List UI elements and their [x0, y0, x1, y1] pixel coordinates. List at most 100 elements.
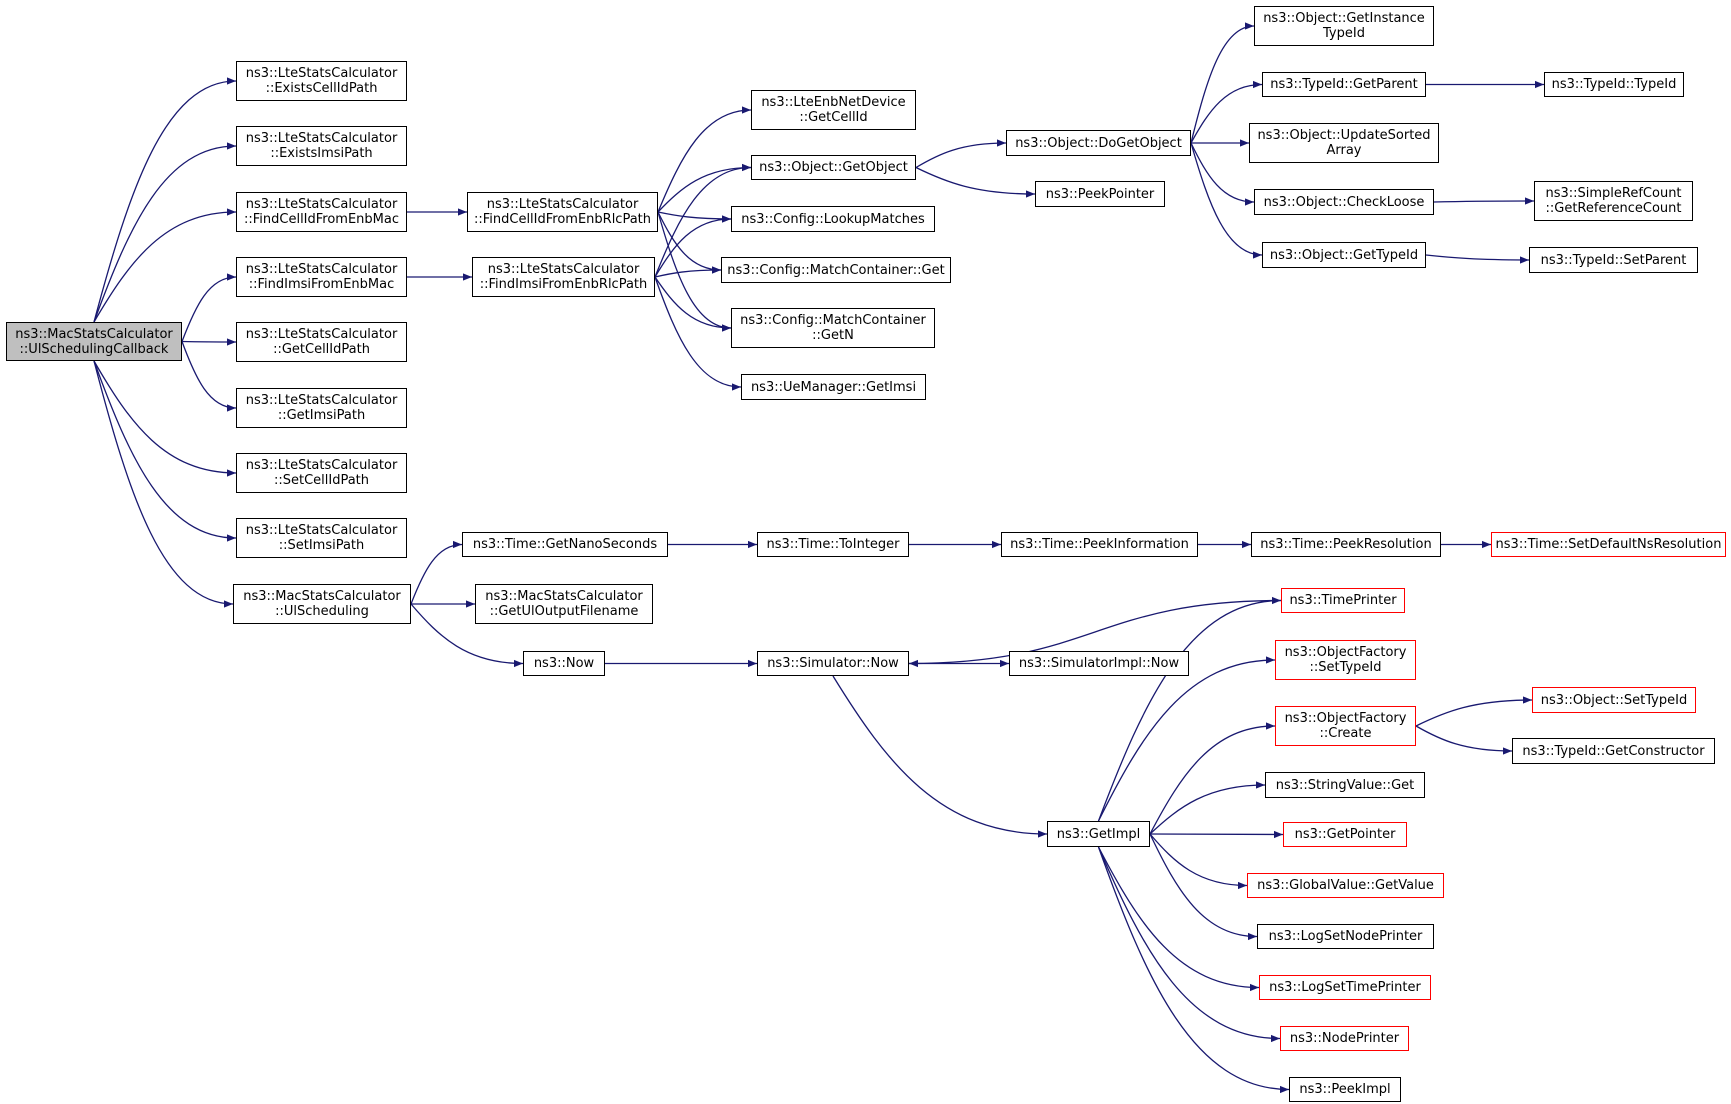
edge-object-checkloose-to-simplerefcount-getrefcount: [1433, 197, 1535, 205]
node-label: ::GetCellId: [799, 110, 868, 125]
node-label: ::GetCellIdPath: [273, 342, 370, 357]
node-getpointer[interactable]: ns3::GetPointer: [1283, 822, 1407, 847]
node-label: ns3::Time::ToInteger: [766, 537, 900, 552]
edge-find-imsi-from-enbrlc-to-matchcontainer-get: [654, 266, 722, 278]
node-label: ns3::Object::UpdateSorted: [1257, 128, 1431, 143]
node-nodeprinter[interactable]: ns3::NodePrinter: [1280, 1026, 1409, 1051]
node-label: ns3::LteStatsCalculator: [245, 523, 398, 538]
edge-find-imsi-from-enbrlc-to-uemanager-getimsi: [654, 276, 742, 391]
edge-object-gettypeid-to-typeid-setparent: [1425, 254, 1530, 264]
node-label: ns3::PeekImpl: [1299, 1082, 1391, 1097]
node-object-gettypeid[interactable]: ns3::Object::GetTypeId: [1262, 242, 1426, 268]
node-lteenb-get-cellid[interactable]: ns3::LteEnbNetDevice::GetCellId: [751, 90, 916, 130]
edge-object-dogetobject-to-object-getinstancetypeid: [1190, 22, 1255, 144]
node-object-settypeid[interactable]: ns3::Object::SetTypeId: [1532, 687, 1696, 713]
node-getuloutputfilename[interactable]: ns3::MacStatsCalculator::GetUlOutputFile…: [475, 584, 653, 624]
edge-root-to-get-cellid-path: [181, 338, 237, 346]
node-label: ns3::Time::PeekInformation: [1010, 537, 1189, 552]
node-time-peekinformation[interactable]: ns3::Time::PeekInformation: [1001, 532, 1198, 557]
node-object-checkloose[interactable]: ns3::Object::CheckLoose: [1254, 189, 1434, 215]
node-label: ns3::Time::GetNanoSeconds: [472, 537, 658, 552]
edge-root-to-exists-imsi-path: [93, 142, 237, 323]
node-objectfactory-create[interactable]: ns3::ObjectFactory::Create: [1275, 706, 1416, 746]
node-label: ns3::Time::SetDefaultNsResolution: [1495, 537, 1722, 552]
node-exists-cellid-path[interactable]: ns3::LteStatsCalculator::ExistsCellIdPat…: [236, 61, 407, 101]
node-label: ::Create: [1319, 726, 1372, 741]
node-object-dogetobject[interactable]: ns3::Object::DoGetObject: [1006, 130, 1191, 156]
node-label: ::FindImsiFromEnbRlcPath: [479, 277, 648, 292]
node-label: ns3::MacStatsCalculator: [243, 589, 401, 604]
node-simulatorimpl-now[interactable]: ns3::SimulatorImpl::Now: [1009, 651, 1189, 676]
node-timeprinter[interactable]: ns3::TimePrinter: [1281, 588, 1405, 613]
node-now[interactable]: ns3::Now: [523, 651, 605, 676]
node-get-cellid-path[interactable]: ns3::LteStatsCalculator::GetCellIdPath: [236, 322, 407, 362]
node-find-imsi-from-enbrlc[interactable]: ns3::LteStatsCalculator::FindImsiFromEnb…: [472, 257, 655, 297]
node-time-tointeger[interactable]: ns3::Time::ToInteger: [757, 532, 909, 557]
edge-object-getobject-to-object-dogetobject: [915, 139, 1007, 169]
edge-ul-scheduling-to-now: [410, 603, 524, 668]
edge-objectfactory-create-to-object-settypeid: [1415, 696, 1533, 727]
node-root: ns3::MacStatsCalculator::UlSchedulingCal…: [6, 322, 182, 361]
node-getimpl[interactable]: ns3::GetImpl: [1047, 821, 1150, 847]
node-label: ns3::NodePrinter: [1289, 1031, 1400, 1046]
node-typeid-setparent[interactable]: ns3::TypeId::SetParent: [1529, 247, 1698, 273]
node-label: ::FindImsiFromEnbMac: [248, 277, 395, 292]
node-logsettimeprinter[interactable]: ns3::LogSetTimePrinter: [1259, 975, 1431, 1000]
node-label: ns3::LteStatsCalculator: [487, 262, 640, 277]
node-label: ns3::LteStatsCalculator: [245, 393, 398, 408]
node-get-imsi-path[interactable]: ns3::LteStatsCalculator::GetImsiPath: [236, 388, 407, 428]
edge-root-to-exists-cellid-path: [93, 77, 237, 323]
node-find-cellid-from-enbrlc[interactable]: ns3::LteStatsCalculator::FindCellIdFromE…: [467, 192, 658, 232]
node-uemanager-getimsi[interactable]: ns3::UeManager::GetImsi: [741, 374, 926, 400]
node-matchcontainer-getn[interactable]: ns3::Config::MatchContainer::GetN: [731, 308, 935, 348]
edge-ul-scheduling-to-time-getnanoseconds: [410, 540, 463, 605]
node-exists-imsi-path[interactable]: ns3::LteStatsCalculator::ExistsImsiPath: [236, 126, 407, 166]
node-set-imsi-path[interactable]: ns3::LteStatsCalculator::SetImsiPath: [236, 518, 407, 558]
node-stringvalue-get[interactable]: ns3::StringValue::Get: [1265, 772, 1425, 798]
edge-find-imsi-from-enbrlc-to-matchcontainer-getn: [654, 276, 732, 332]
node-find-imsi-from-enbmac[interactable]: ns3::LteStatsCalculator::FindImsiFromEnb…: [236, 257, 407, 297]
edge-simulator-now-to-getimpl: [832, 675, 1048, 838]
node-simplerefcount-getrefcount[interactable]: ns3::SimpleRefCount::GetReferenceCount: [1534, 181, 1693, 221]
node-peekpointer[interactable]: ns3::PeekPointer: [1035, 181, 1165, 207]
node-label: ns3::UeManager::GetImsi: [750, 379, 917, 395]
node-time-peekresolution[interactable]: ns3::Time::PeekResolution: [1251, 532, 1441, 557]
edge-getimpl-to-stringvalue-get: [1149, 781, 1266, 835]
node-label: ns3::Object::DoGetObject: [1015, 135, 1182, 151]
node-peekimpl[interactable]: ns3::PeekImpl: [1289, 1077, 1401, 1102]
node-label: ns3::GetImpl: [1056, 826, 1141, 842]
node-config-lookupmatches[interactable]: ns3::Config::LookupMatches: [731, 206, 935, 232]
node-label: ns3::StringValue::Get: [1275, 777, 1415, 793]
node-label: ns3::TypeId::TypeId: [1551, 77, 1677, 92]
node-label: ns3::TypeId::SetParent: [1540, 252, 1687, 268]
node-matchcontainer-get[interactable]: ns3::Config::MatchContainer::Get: [721, 257, 951, 283]
edge-getimpl-to-globalvalue-getvalue: [1149, 833, 1248, 890]
node-label: ns3::Object::CheckLoose: [1263, 194, 1425, 210]
node-globalvalue-getvalue[interactable]: ns3::GlobalValue::GetValue: [1247, 873, 1444, 898]
node-label: ns3::LteStatsCalculator: [245, 458, 398, 473]
node-label: ns3::TypeId::GetConstructor: [1522, 743, 1705, 759]
node-find-cellid-from-enbmac[interactable]: ns3::LteStatsCalculator::FindCellIdFromE…: [236, 192, 407, 232]
edge-root-to-ul-scheduling: [93, 360, 234, 608]
node-time-getnanoseconds[interactable]: ns3::Time::GetNanoSeconds: [462, 532, 668, 557]
node-objectfactory-settypeid[interactable]: ns3::ObjectFactory::SetTypeId: [1275, 640, 1416, 680]
node-label: ns3::LogSetTimePrinter: [1269, 980, 1421, 995]
node-label: TypeId: [1323, 26, 1365, 41]
node-ul-scheduling[interactable]: ns3::MacStatsCalculator::UlScheduling: [233, 584, 411, 624]
node-label: ns3::Config::LookupMatches: [741, 211, 925, 227]
node-logsetnodeprinter[interactable]: ns3::LogSetNodePrinter: [1257, 924, 1434, 949]
node-label: ::GetReferenceCount: [1545, 201, 1682, 216]
node-typeid-getconstructor[interactable]: ns3::TypeId::GetConstructor: [1512, 738, 1715, 764]
node-label: ns3::LteEnbNetDevice: [761, 95, 906, 110]
node-set-cellid-path[interactable]: ns3::LteStatsCalculator::SetCellIdPath: [236, 453, 407, 493]
edge-objectfactory-create-to-typeid-getconstructor: [1415, 725, 1513, 755]
node-time-setdefaultnsresolution[interactable]: ns3::Time::SetDefaultNsResolution: [1491, 532, 1726, 557]
node-typeid-typeid[interactable]: ns3::TypeId::TypeId: [1544, 72, 1684, 97]
node-object-getobject[interactable]: ns3::Object::GetObject: [751, 155, 916, 180]
edge-timeprinter-to-simulator-now: [908, 599, 1282, 668]
node-typeid-getparent[interactable]: ns3::TypeId::GetParent: [1262, 72, 1426, 97]
node-simulator-now[interactable]: ns3::Simulator::Now: [757, 651, 909, 676]
